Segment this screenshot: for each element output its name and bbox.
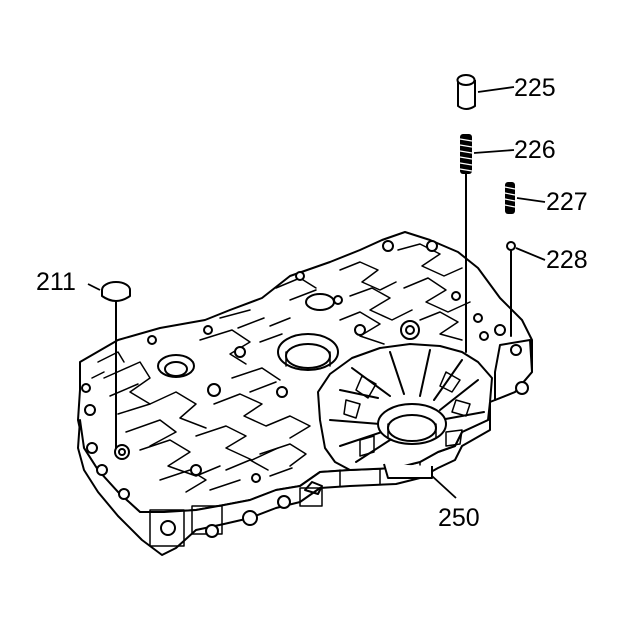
part-227-spring — [504, 182, 516, 214]
part-211-valve-plug — [101, 281, 131, 449]
bolt-holes — [114, 240, 489, 483]
part-228-check-ball — [506, 241, 516, 337]
callout-227: 227 — [546, 188, 588, 216]
right-end-details — [473, 313, 533, 401]
callout-250: 250 — [438, 504, 480, 532]
callout-226: 226 — [514, 136, 556, 164]
worm-tracks — [91, 243, 471, 493]
callout-211: 211 — [36, 268, 76, 296]
callout-228: 228 — [546, 246, 588, 274]
part-226-spring — [459, 134, 473, 353]
callout-225: 225 — [514, 74, 556, 102]
leader-lines — [87, 86, 546, 499]
circular-cover — [317, 343, 493, 479]
front-face-details — [81, 383, 421, 547]
valve-body — [77, 231, 533, 556]
part-225-plug — [456, 74, 476, 110]
